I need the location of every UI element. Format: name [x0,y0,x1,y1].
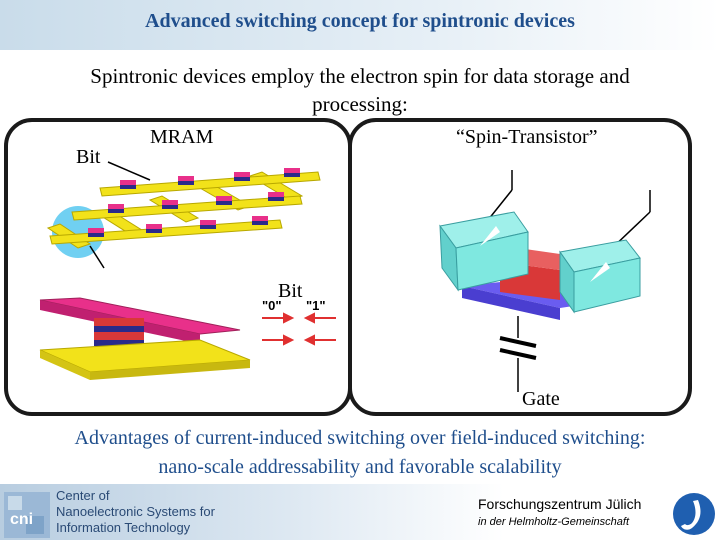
state-zero-label: "0" [262,298,282,313]
cni-line-3: Information Technology [56,520,191,535]
switching-arrows-illustration [262,312,336,346]
mram-array-illustration [46,161,321,269]
cni-name: Center of Nanoelectronic Systems for Inf… [56,488,256,536]
page-title: Advanced switching concept for spintroni… [145,10,575,32]
bit-label-2: Bit [278,280,303,302]
cni-line-2: Nanoelectronic Systems for [56,504,215,519]
footer-bar [0,484,720,540]
advantages-line-1: Advantages of current-induced switching … [74,427,646,449]
mtj-cell-illustration [39,297,251,380]
institute-name: Forschungszentrum Jülich [478,496,642,512]
spin-transistor-illustration [439,170,651,392]
ground-symbol-icon [499,336,537,348]
state-one-label: "1" [306,298,326,313]
cni-logo-icon: cni [4,492,50,538]
gate-label: Gate [522,388,560,410]
svg-text:cni: cni [10,511,33,528]
header-bar [0,0,720,50]
cni-line-1: Center of [56,488,110,503]
institute-subtitle: in der Helmholtz-Gemeinschaft [478,516,630,528]
mram-label: MRAM [150,126,214,148]
advantages-text: Advantages of current-induced switching … [6,424,714,482]
spin-transistor-title: “Spin-Transistor” [456,126,598,148]
fz-juelich-logo-icon [673,493,715,535]
intro-text: Spintronic devices employ the electron s… [90,64,630,116]
bit-label: Bit [76,146,101,168]
advantages-line-2: nano-scale addressability and favorable … [158,456,562,478]
